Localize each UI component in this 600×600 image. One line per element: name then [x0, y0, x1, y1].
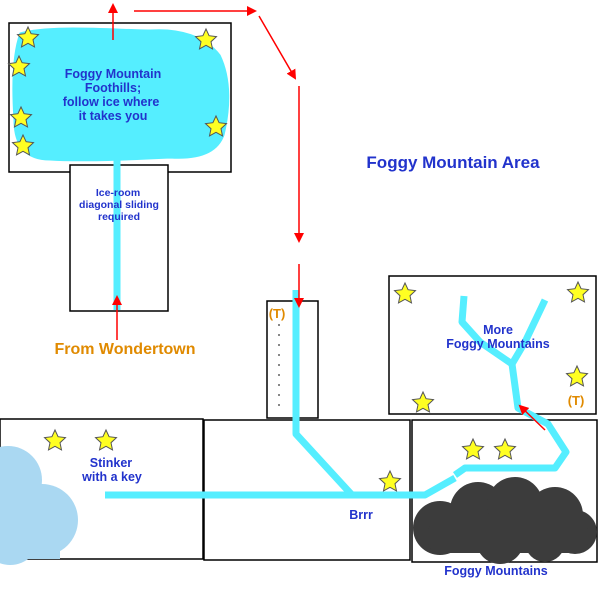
foggy-mountains-label: Foggy Mountains: [444, 564, 548, 578]
ice-room-label-2: diagonal sliding: [79, 199, 159, 211]
ice-path-fork: [458, 295, 549, 367]
star-icon: [393, 281, 417, 304]
teleport-marker-left: (T): [269, 306, 286, 321]
teleport-marker-right: (T): [568, 393, 585, 408]
star-icon: [11, 133, 35, 156]
stinker-label-2: with a key: [81, 470, 142, 484]
fog-cloud-light: [0, 446, 78, 565]
foothills-label-3: follow ice where: [63, 95, 160, 109]
map-title: Foggy Mountain Area: [366, 153, 540, 172]
star-icon: [411, 390, 435, 413]
star-icon: [493, 437, 517, 460]
ice-path-brrr: [105, 290, 356, 499]
foothills-label-1: Foggy Mountain: [65, 67, 162, 81]
more-mountains-label-2: Foggy Mountains: [446, 337, 550, 351]
brrr-label: Brrr: [349, 508, 373, 522]
star-icon: [378, 469, 402, 492]
stinker-label-1: Stinker: [90, 456, 133, 470]
ice-path-mountains: [452, 363, 570, 478]
star-icon: [9, 105, 33, 128]
ice-room-label-1: Ice-room: [96, 187, 140, 199]
arrow-route-diag: [258, 15, 297, 80]
star-icon: [565, 364, 589, 387]
star-icon: [94, 428, 118, 451]
more-mountains-label-1: More: [483, 323, 513, 337]
star-icon: [43, 428, 67, 451]
foothills-label-4: it takes you: [79, 109, 148, 123]
star-markers: [7, 25, 590, 492]
star-icon: [7, 54, 31, 77]
foothills-ice-field: [12, 27, 230, 162]
ice-path-east: [352, 474, 457, 499]
star-icon: [461, 437, 485, 460]
fog-cloud-dark: [413, 477, 597, 564]
entry-label: From Wondertown: [54, 341, 195, 358]
foothills-label-2: Foothills;: [85, 81, 141, 95]
star-icon: [16, 25, 40, 48]
star-icon: [194, 27, 218, 50]
star-icon: [566, 280, 590, 303]
star-icon: [204, 114, 228, 137]
ice-room-label-3: required: [98, 211, 140, 223]
more-mountains-room: [388, 275, 597, 415]
arrow-to-more-mountains: [518, 404, 546, 431]
